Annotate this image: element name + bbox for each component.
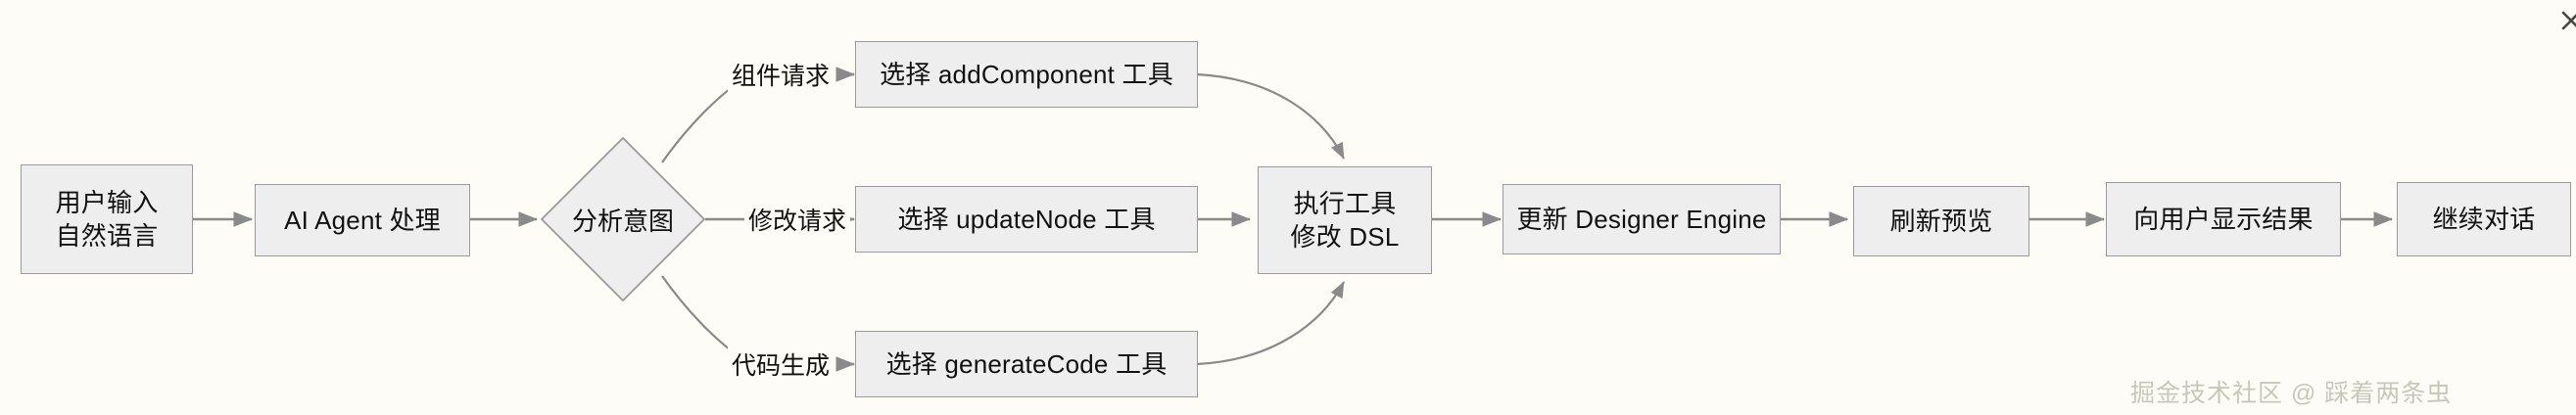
node-update-node-label: 选择 updateNode 工具 bbox=[897, 204, 1156, 234]
edge-generate-code-to-execute-tool bbox=[1196, 281, 1345, 366]
node-execute-tool-line1: 执行工具 bbox=[1293, 188, 1397, 218]
node-user-input-line2: 自然语言 bbox=[55, 221, 159, 251]
node-user-input-line1: 用户输入 bbox=[55, 187, 159, 217]
node-add-component-label: 选择 addComponent 工具 bbox=[880, 59, 1173, 89]
node-update-designer[interactable]: 更新 Designer Engine bbox=[1503, 184, 1781, 254]
node-refresh-preview[interactable]: 刷新预览 bbox=[1853, 186, 2029, 256]
node-ai-agent-label: AI Agent 处理 bbox=[284, 205, 441, 235]
node-user-input[interactable]: 用户输入 自然语言 bbox=[21, 164, 193, 274]
node-generate-code[interactable]: 选择 generateCode 工具 bbox=[855, 331, 1198, 397]
close-icon[interactable] bbox=[2558, 8, 2576, 33]
edge-add-component-to-execute-tool bbox=[1196, 72, 1345, 160]
node-generate-code-label: 选择 generateCode 工具 bbox=[885, 348, 1168, 379]
edge-label-code-generation: 代码生成 bbox=[727, 346, 835, 382]
node-continue-chat-label: 继续对话 bbox=[2432, 204, 2536, 234]
node-refresh-preview-label: 刷新预览 bbox=[1889, 206, 1993, 236]
watermark: 掘金技术社区 @ 踩着两条虫 bbox=[2130, 380, 2453, 407]
node-ai-agent[interactable]: AI Agent 处理 bbox=[255, 184, 470, 256]
node-execute-tool-line2: 修改 DSL bbox=[1290, 222, 1400, 252]
node-show-result[interactable]: 向用户显示结果 bbox=[2106, 182, 2341, 256]
node-add-component[interactable]: 选择 addComponent 工具 bbox=[855, 41, 1198, 108]
edge-label-modify-request: 修改请求 bbox=[743, 202, 851, 237]
node-analyze-intent[interactable]: 分析意图 bbox=[539, 135, 707, 303]
node-update-designer-label: 更新 Designer Engine bbox=[1516, 204, 1767, 234]
node-show-result-label: 向用户显示结果 bbox=[2133, 204, 2314, 234]
node-continue-chat[interactable]: 继续对话 bbox=[2397, 182, 2571, 256]
node-execute-tool[interactable]: 执行工具 修改 DSL bbox=[1258, 166, 1432, 274]
diamond-shape bbox=[540, 136, 706, 302]
node-analyze-intent-label: 分析意图 bbox=[571, 206, 674, 236]
node-update-node[interactable]: 选择 updateNode 工具 bbox=[855, 186, 1198, 253]
edge-label-component-request: 组件请求 bbox=[727, 57, 835, 92]
